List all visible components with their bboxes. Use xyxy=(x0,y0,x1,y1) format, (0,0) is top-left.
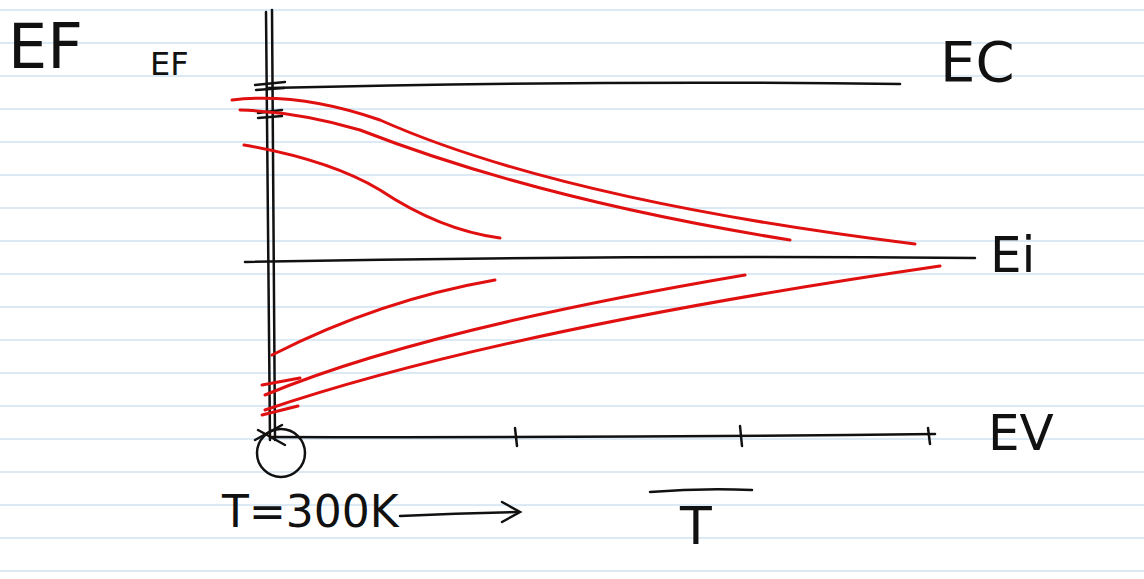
temperature-label: T xyxy=(680,500,712,552)
ruled-lines xyxy=(0,10,1144,571)
temperature-label: T=300K xyxy=(222,490,399,534)
fermi-level-label: EF xyxy=(8,16,83,78)
valence-band-label: EV xyxy=(988,408,1054,458)
fermi-level-label: EF xyxy=(150,48,189,80)
fermi-level-curves xyxy=(232,98,940,415)
axes xyxy=(245,10,975,522)
intrinsic-level-label: Ei xyxy=(990,230,1035,280)
conduction-band-label: EC xyxy=(940,34,1014,90)
